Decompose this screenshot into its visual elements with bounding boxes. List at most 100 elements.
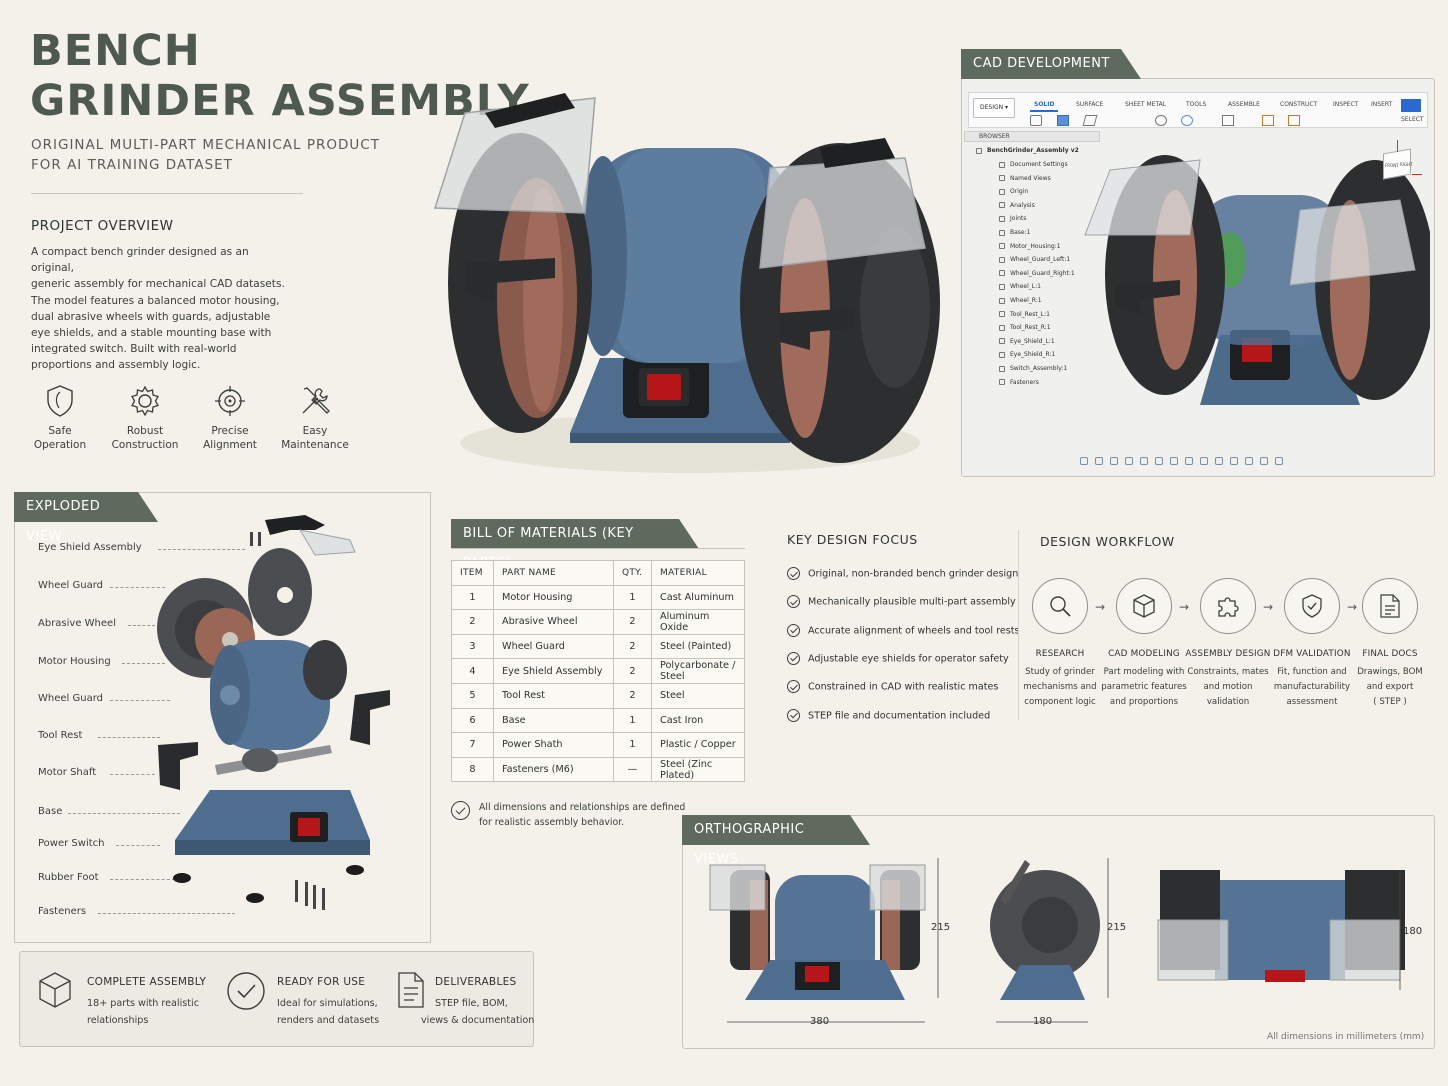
leader-line [110,587,165,588]
overview-text: A compact bench grinder designed as an o… [31,246,285,372]
leader-line [110,700,170,701]
bom-header-row: ITEM PART NAME QTY. MATERIAL [451,560,745,586]
workflow-heading: DESIGN WORKFLOW [1040,534,1175,549]
info-title-assembly: COMPLETE ASSEMBLY [87,976,207,988]
nav-tool-icon[interactable] [1185,457,1193,465]
select-cursor-icon[interactable] [1401,99,1421,112]
gear-icon [131,385,159,417]
list-item: Adjustable eye shields for operator safe… [787,651,1009,665]
shell-icon[interactable] [1181,115,1193,126]
cad-viewport-render [1084,155,1430,405]
tree-item[interactable]: Joints [999,215,1026,222]
cube-icon [1116,578,1172,634]
plane-icon[interactable] [1262,115,1274,126]
exploded-tab: EXPLODED VIEW [14,492,158,544]
nav-tool-icon[interactable] [1110,457,1118,465]
nav-tool-icon[interactable] [1140,457,1148,465]
info-text-deliverables: STEP file, BOM, views & documentation [421,998,535,1026]
feature-maintenance: Easy Maintenance [275,384,355,452]
joint-icon[interactable] [1222,115,1234,126]
extrude-icon[interactable] [1057,115,1069,126]
select-label: SELECT [1401,116,1424,123]
tree-item[interactable]: Eye_Shield_R:1 [999,351,1055,358]
bom-tab-line [451,548,745,549]
nav-tool-icon[interactable] [1260,457,1268,465]
exploded-label: Motor Housing [38,656,111,667]
tree-item[interactable]: Motor_Housing:1 [999,243,1061,250]
component-icon [999,229,1005,236]
tab-solid[interactable]: SOLID [1034,101,1055,108]
nav-tool-icon[interactable] [1215,457,1223,465]
component-icon [999,379,1005,386]
tree-item[interactable]: Tool_Rest_L:1 [999,311,1050,318]
tab-sheet-metal[interactable]: SHEET METAL [1125,101,1167,108]
list-item: STEP file and documentation included [787,708,990,722]
tree-item[interactable]: Tool_Rest_R:1 [999,324,1051,331]
tab-assemble[interactable]: ASSEMBLE [1228,101,1260,108]
tree-item[interactable]: Document Settings [999,161,1068,168]
tree-item[interactable]: Origin [999,188,1028,195]
tree-item[interactable]: Named Views [999,175,1051,182]
component-icon [999,283,1005,290]
tree-item[interactable]: Fasteners [999,379,1039,386]
nav-tool-icon[interactable] [1155,457,1163,465]
feature-robust: Robust Construction [105,384,185,452]
puzzle-icon [1200,578,1256,634]
nav-tool-icon[interactable] [1170,457,1178,465]
tree-item[interactable]: Analysis [999,202,1035,209]
tab-surface[interactable]: SURFACE [1076,101,1104,108]
tree-item[interactable]: Eye_Shield_L:1 [999,338,1055,345]
tab-construct[interactable]: CONSTRUCT [1280,101,1318,108]
nav-tool-icon[interactable] [1200,457,1208,465]
modify-icon[interactable] [1155,115,1167,126]
tab-inspect[interactable]: INSPECT [1333,101,1359,108]
info-title-ready: READY FOR USE [277,976,366,988]
check-circle-icon [787,567,800,580]
feature-precise: Precise Alignment [190,384,270,452]
tab-tools[interactable]: TOOLS [1186,101,1207,108]
tree-item[interactable]: Wheel_Guard_Right:1 [999,270,1075,277]
nav-tool-icon[interactable] [1080,457,1088,465]
nav-tool-icon[interactable] [1275,457,1283,465]
leader-line [158,549,245,550]
check-circle-icon [787,595,800,609]
divider [31,193,303,194]
exploded-label: Eye Shield Assembly [38,542,142,553]
exploded-label: Tool Rest [38,730,83,741]
nav-tool-icon[interactable] [1230,457,1238,465]
design-menu[interactable]: DESIGN ▾ [973,98,1015,118]
list-item: Constrained in CAD with realistic mates [787,680,998,694]
nav-tool-icon[interactable] [1245,457,1253,465]
tree-item[interactable]: Wheel_R:1 [999,297,1042,304]
component-icon [999,297,1005,304]
tree-item[interactable]: Wheel_L:1 [999,283,1041,290]
check-circle-icon [787,708,800,722]
nav-tool-icon[interactable] [1125,457,1133,465]
component-icon [999,365,1005,372]
leader-line [98,913,235,914]
tree-item[interactable]: Wheel_Guard_Left:1 [999,256,1070,263]
nav-tool-icon[interactable] [1095,457,1103,465]
tree-item[interactable]: Switch_Assembly:1 [999,365,1067,372]
ortho-tab: ORTHOGRAPHIC VIEWS [682,815,870,867]
shield-icon [47,385,73,417]
dim-front-width: 380 [810,1016,830,1027]
list-item: Original, non-branded bench grinder desi… [787,567,1018,580]
exploded-label: Power Switch [38,838,105,849]
tree-item[interactable]: Base:1 [999,229,1030,236]
sketch-icon[interactable] [1030,115,1042,126]
tree-root[interactable]: BenchGrinder_Assembly v2 [976,147,1079,154]
search-icon [1032,578,1088,634]
axis-icon[interactable] [1288,115,1300,126]
viewport-navbar [1080,455,1295,467]
component-icon [976,147,982,154]
viewcube-front: FRONT [1385,163,1399,168]
tab-insert[interactable]: INSERT [1371,101,1393,108]
exploded-label: Motor Shaft [38,767,97,778]
exploded-label: Base [38,806,63,817]
info-text-ready: Ideal for simulations, renders and datas… [277,998,380,1026]
bom-note: All dimensions and relationships are def… [479,802,686,828]
